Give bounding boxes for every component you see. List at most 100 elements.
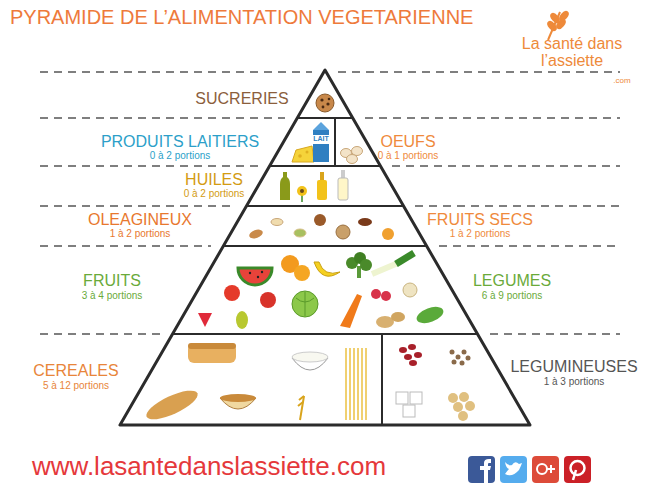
guide-lines-part bbox=[40, 205, 235, 207]
cheese-icon bbox=[292, 146, 314, 162]
oil-bottles-icon-part bbox=[317, 180, 327, 200]
cereals-icon-part bbox=[346, 348, 366, 420]
legumes-icon-part bbox=[452, 360, 457, 365]
guide-lines-part bbox=[40, 245, 211, 247]
fruits-vegetables-icon-part bbox=[357, 266, 361, 278]
cookie-icon-part bbox=[322, 106, 325, 109]
cereals-icon-part bbox=[292, 352, 328, 362]
guide-lines-part bbox=[40, 71, 312, 73]
cereals-icon-part-part bbox=[298, 402, 303, 406]
legumes-icon-part bbox=[465, 401, 475, 411]
legumes-icon-part bbox=[408, 344, 416, 350]
pyramid-outline-part-part bbox=[297, 117, 352, 119]
guide-lines-part bbox=[392, 165, 620, 167]
fruits-vegetables-icon-part bbox=[257, 276, 259, 278]
cereals-icon-part bbox=[220, 394, 256, 402]
portion-count: 1 à 2 portions bbox=[450, 228, 511, 240]
fruits-vegetables-icon-part bbox=[198, 313, 212, 327]
milk-carton-icon-part bbox=[313, 135, 329, 144]
portion-count: 0 à 1 portions bbox=[378, 150, 439, 162]
nuts-icon bbox=[248, 214, 394, 240]
social-icons-part bbox=[480, 459, 491, 483]
website-url: www.lasantedanslassiette.com bbox=[32, 452, 386, 482]
fruits-vegetables-icon-part bbox=[236, 311, 248, 329]
cereals-icon-part-part bbox=[357, 348, 359, 420]
food-group-label: OLEAGINEUX bbox=[88, 211, 192, 229]
cereals-icon-part-part bbox=[299, 396, 304, 400]
social-icons-part bbox=[571, 461, 585, 475]
social-icons-part bbox=[532, 456, 559, 483]
pyramid-outline-part bbox=[173, 118, 478, 425]
title: PYRAMIDE DE L’ALIMENTATION VEGETARIENNE bbox=[10, 6, 473, 29]
fruits-vegetables-icon-part bbox=[249, 272, 251, 274]
social-icons-part bbox=[564, 456, 591, 483]
fruits-vegetables-icon-part bbox=[414, 304, 445, 327]
legumes-icon-part bbox=[466, 356, 471, 361]
cereals-icon-part bbox=[188, 343, 236, 349]
cookie-icon-part bbox=[320, 98, 323, 101]
portion-count: 5 à 12 portions bbox=[43, 380, 109, 392]
pyramid-outline-part-part bbox=[173, 333, 478, 335]
cheese-icon-part bbox=[298, 154, 302, 158]
social-icons-part bbox=[573, 470, 576, 480]
logo-suffix: .com bbox=[613, 76, 630, 85]
guide-lines-part bbox=[490, 333, 620, 335]
eggs-icon-part bbox=[347, 155, 358, 164]
oil-bottles-icon bbox=[280, 170, 348, 202]
portion-count: 1 à 2 portions bbox=[110, 228, 171, 240]
food-group-label: PRODUITS LAITIERS bbox=[101, 133, 259, 151]
portion-count: 3 à 4 portions bbox=[82, 290, 143, 302]
legumes-icon-part bbox=[460, 361, 465, 366]
food-group-label: CEREALES bbox=[33, 362, 118, 380]
fruits-vegetables-icon-part bbox=[261, 271, 263, 273]
social-icons-part bbox=[547, 465, 555, 473]
cereals-icon-part bbox=[143, 385, 201, 425]
social-icons-part bbox=[500, 456, 527, 483]
guide-lines-part bbox=[40, 165, 258, 167]
cookie-icon bbox=[316, 94, 334, 112]
legumes-icon-part bbox=[462, 350, 467, 355]
cereals-icon-part bbox=[188, 343, 236, 363]
social-icons-part bbox=[505, 462, 522, 475]
nuts-icon-part bbox=[358, 218, 372, 226]
food-group-label: LEGUMINEUSES bbox=[510, 358, 637, 376]
portion-count: 0 à 2 portions bbox=[150, 150, 211, 162]
eggs-icon bbox=[341, 147, 363, 164]
cereals-icon-part-part bbox=[349, 348, 351, 420]
legumes-icon-part bbox=[453, 402, 463, 412]
milk-carton-icon-part bbox=[313, 130, 329, 162]
nuts-icon-part bbox=[294, 229, 306, 237]
legumes-icon-part bbox=[403, 405, 415, 417]
fruits-vegetables-icon bbox=[198, 252, 446, 329]
nuts-icon-part bbox=[382, 228, 394, 240]
legumes-icon-part bbox=[459, 392, 469, 402]
guide-lines-part bbox=[439, 245, 620, 247]
portion-count: 0 à 2 portions bbox=[184, 188, 245, 200]
oil-bottles-icon-part bbox=[280, 172, 290, 200]
food-group-label: FRUITS SECS bbox=[427, 211, 533, 229]
cheese-icon-part bbox=[306, 151, 309, 154]
pyramid-outline-part-part bbox=[270, 165, 381, 167]
pyramid-outline-part bbox=[120, 70, 530, 425]
oil-bottles-icon-part bbox=[341, 170, 345, 178]
cereals-icon-part-part bbox=[365, 348, 367, 420]
fruits-vegetables-icon-part bbox=[396, 253, 414, 264]
fruits-vegetables-icon-part bbox=[314, 262, 340, 276]
legumes-icon bbox=[396, 344, 475, 421]
pyramid-outline-part-part bbox=[381, 334, 383, 425]
legumes-icon-part bbox=[410, 392, 422, 404]
cereals-icon-part-part bbox=[353, 348, 355, 420]
legumes-icon-part bbox=[399, 347, 407, 353]
pyramid-outline-part-part bbox=[247, 205, 404, 207]
pyramid-outline-part-part bbox=[334, 118, 336, 166]
food-group-label: HUILES bbox=[185, 171, 243, 189]
fruits-vegetables-icon-part bbox=[294, 265, 310, 281]
fruits-vegetables-icon-part bbox=[260, 292, 276, 308]
fruits-vegetables-icon-part bbox=[340, 294, 362, 328]
legumes-icon-part bbox=[456, 355, 461, 360]
legumes-icon-part bbox=[450, 350, 455, 355]
oil-bottles-icon-part bbox=[338, 178, 348, 200]
nuts-icon-part bbox=[248, 228, 264, 240]
food-group-label: LEGUMES bbox=[473, 272, 551, 290]
